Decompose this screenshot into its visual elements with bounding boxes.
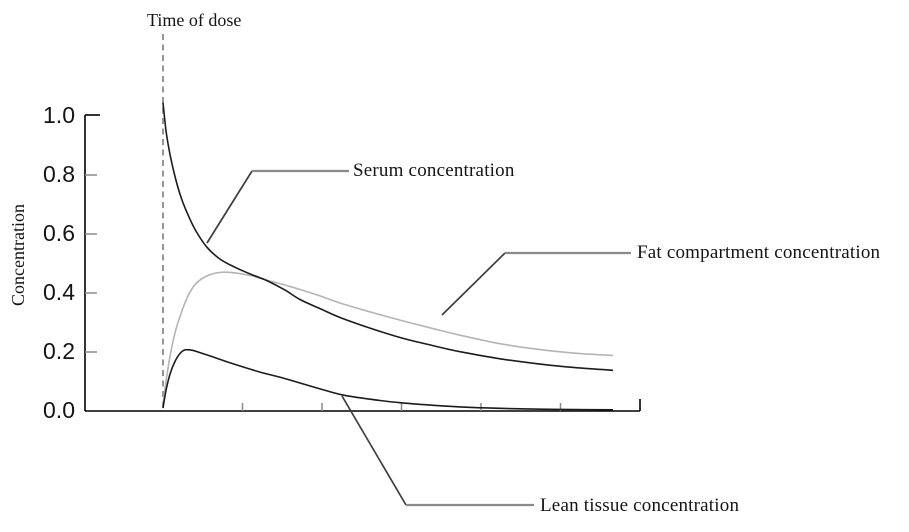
serum-concentration-curve [162, 102, 614, 372]
annotation-leader-lines [206, 169, 631, 507]
y-tick-label: 0.0 [43, 397, 75, 423]
lean-annotation-label: Lean tissue concentration [540, 495, 740, 516]
y-tick-label: 0.2 [43, 338, 75, 364]
y-tick-label: 1.0 [43, 102, 75, 128]
y-tick-label: 0.6 [43, 220, 75, 246]
lean-tissue-curve [162, 348, 614, 411]
y-tick-label: 0.8 [43, 161, 75, 187]
fat-compartment-curve [162, 271, 614, 406]
serum-annotation-label: Serum concentration [353, 160, 515, 181]
y-tick-label: 0.4 [43, 279, 75, 305]
time-of-dose-label: Time of dose [147, 10, 242, 30]
y-axis-title: Concentration [8, 204, 28, 306]
fat-annotation-label: Fat compartment concentration [637, 242, 881, 263]
axes [84, 114, 641, 412]
